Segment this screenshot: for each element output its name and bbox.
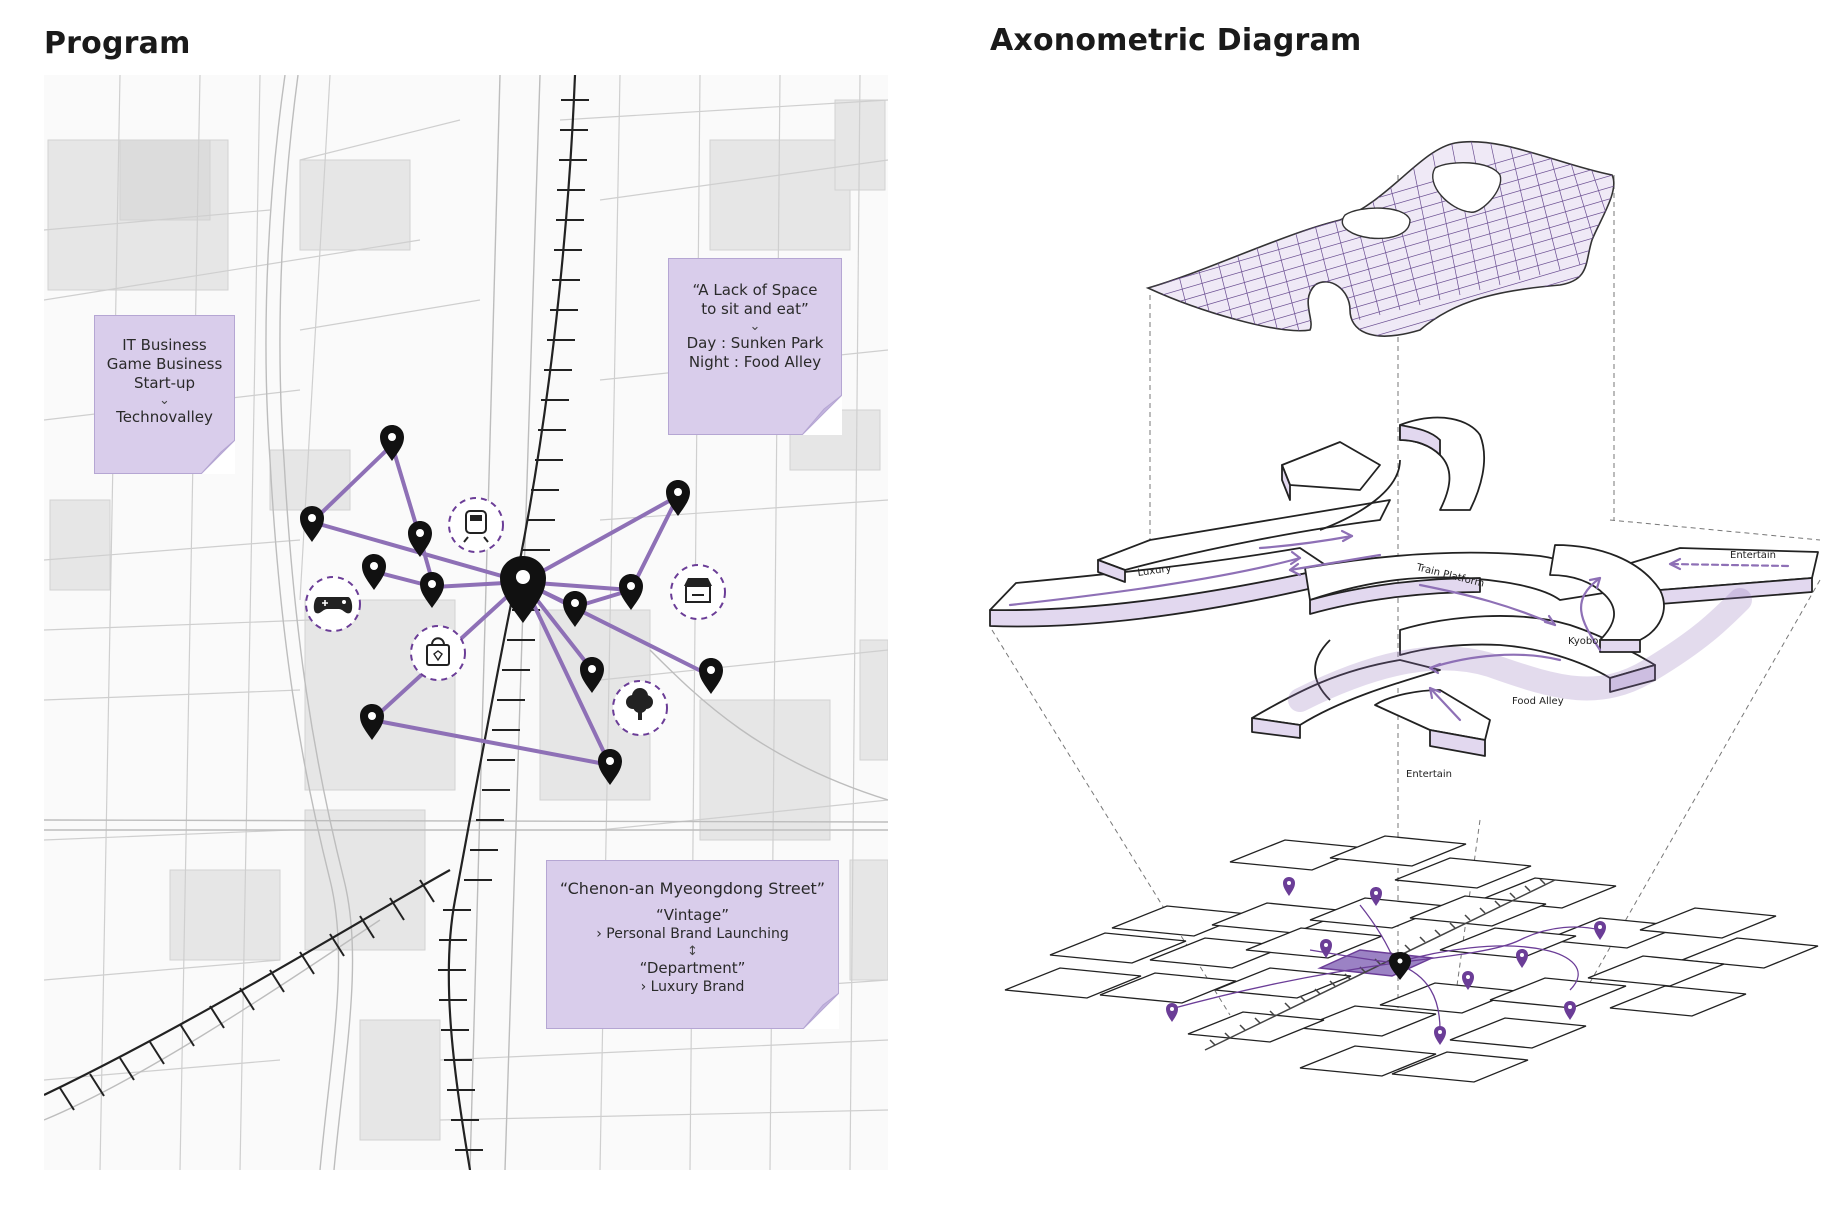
flow-arrows (1008, 529, 1790, 722)
chevron-down-icon: ⌄ (749, 319, 761, 334)
note-street-department-item: › Luxury Brand (640, 979, 745, 995)
shopping-bag-icon (410, 625, 466, 681)
note-street-department: “Department” (639, 959, 746, 977)
game-controller-icon (305, 576, 361, 632)
swap-arrow-icon: ↕ (687, 944, 698, 959)
food-stall-icon (670, 564, 726, 620)
note-street-vintage-item: › Personal Brand Launching (596, 926, 789, 942)
label-entertain-bottom: Entertain (1406, 769, 1452, 780)
axonometric-title: Axonometric Diagram (990, 23, 1362, 58)
label-entertain-right: Entertain (1730, 550, 1776, 561)
note-space-quote-2: to sit and eat” (701, 300, 809, 318)
note-business-line-3: Start-up (133, 374, 196, 392)
ribbon-structure (989, 416, 1819, 757)
tree-icon (612, 680, 668, 736)
note-business: IT Business Game Business Start-up ⌄ Tec… (94, 315, 235, 474)
note-street-title: “Chenon-an Myeongdong Street” (559, 879, 826, 898)
label-luxury: Luxury (1137, 563, 1172, 579)
note-space-night: Night : Food Alley (688, 353, 822, 371)
chevron-down-icon: ⌄ (159, 393, 170, 408)
food-alley-band (1288, 588, 1752, 712)
program-title: Program (44, 26, 191, 61)
note-space: “A Lack of Space to sit and eat” ⌄ Day :… (668, 258, 842, 435)
note-business-line-1: IT Business (122, 336, 207, 354)
ground-pins (1166, 877, 1606, 1045)
mesh-surface (1145, 140, 1615, 337)
note-space-quote-1: “A Lack of Space (692, 281, 818, 299)
note-business-result: Technovalley (116, 408, 213, 426)
label-kyobo: Kyobo (1568, 636, 1598, 647)
train-icon (448, 497, 504, 553)
note-space-day: Day : Sunken Park (686, 334, 824, 352)
ground-grid (1004, 835, 1819, 1083)
note-street-vintage: “Vintage” (656, 906, 729, 924)
note-street: “Chenon-an Myeongdong Street” “Vintage” … (546, 860, 839, 1029)
label-food-alley: Food Alley (1512, 696, 1564, 707)
note-business-line-2: Game Business (106, 355, 223, 373)
